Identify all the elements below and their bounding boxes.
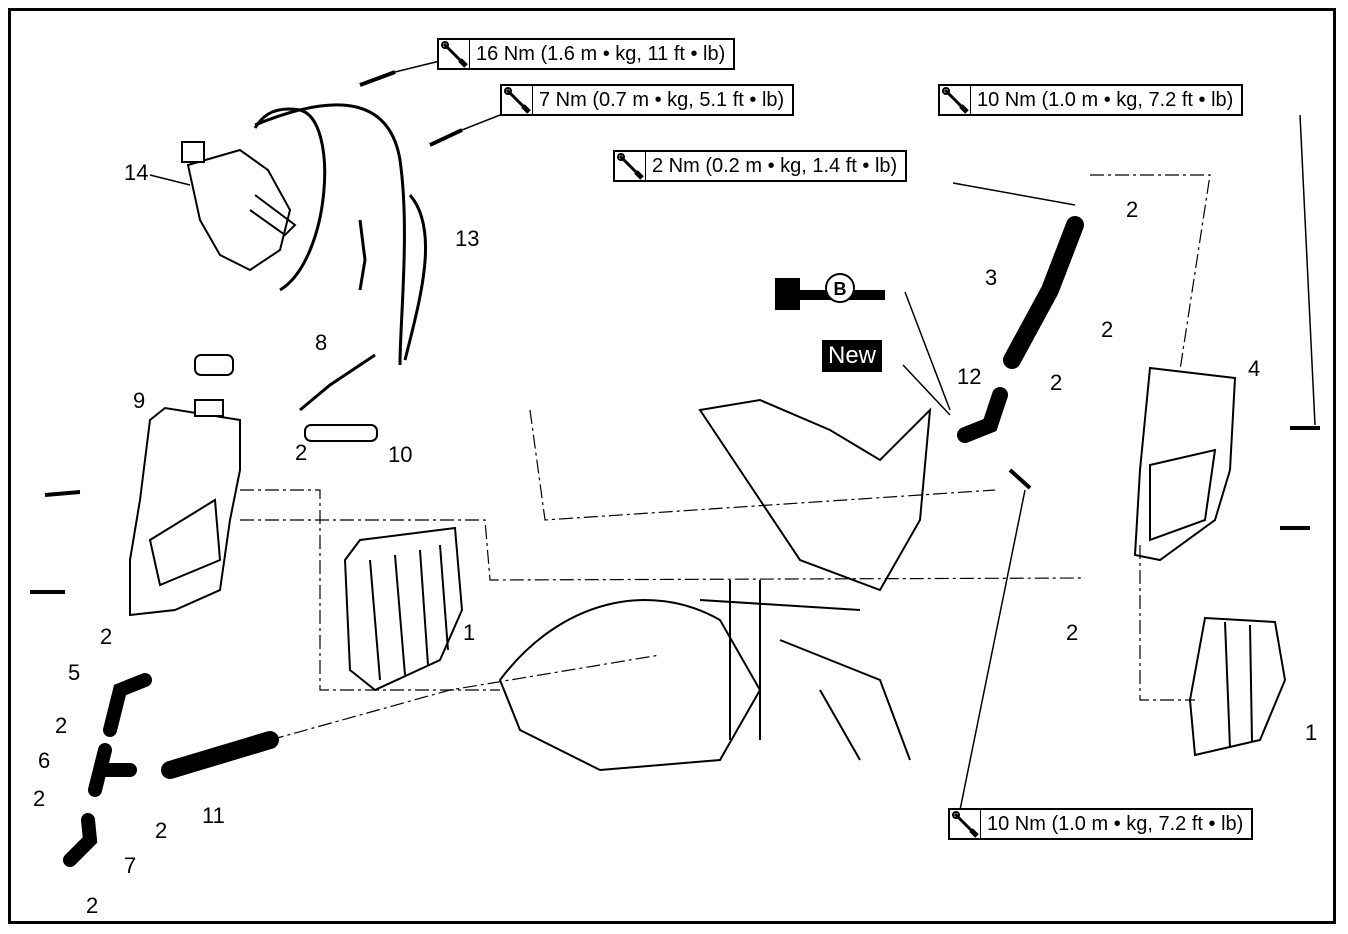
torque-wrench-icon [950,810,981,838]
callout-2: 2 [33,786,46,811]
callout-2: 2 [1066,620,1079,645]
torque-spec-text: 2 Nm (0.2 m • kg, 1.4 ft • lb) [652,154,898,177]
reservoir-cap [181,141,205,163]
callout-6: 6 [38,748,51,773]
hose-7 [63,813,98,867]
frame-outline [698,398,932,592]
hose-11 [161,731,279,779]
callout-2: 2 [100,624,113,649]
callout-9: 9 [133,388,146,413]
torque-spec-16nm: 16 Nm (1.6 m • kg, 11 ft • lb) [437,38,736,70]
joint-6 [88,743,137,797]
lube-symbol-letter: B [834,279,847,299]
callout-4: 4 [1248,356,1261,381]
new-part-badge: New [822,340,883,372]
torque-wrench-icon [615,152,646,180]
torque-spec-text: 10 Nm (1.0 m • kg, 7.2 ft • lb) [977,88,1234,111]
callout-1: 1 [1305,720,1318,745]
torque-spec-10nm-bottom: 10 Nm (1.0 m • kg, 7.2 ft • lb) [948,808,1254,840]
reservoir-tank [186,148,292,272]
torque-wrench-icon [940,86,971,114]
callout-3: 3 [985,265,998,290]
callout-8: 8 [315,330,328,355]
callout-7: 7 [124,853,137,878]
hose-3 [1003,216,1084,369]
callout-2: 2 [1101,317,1114,342]
callout-13: 13 [455,226,480,251]
torque-wrench-icon [502,86,533,114]
overflow-hose-8 [299,353,376,412]
torque-spec-text: 7 Nm (0.7 m • kg, 5.1 ft • lb) [539,88,785,111]
callout-1: 1 [463,620,476,645]
torque-spec-text: 10 Nm (1.0 m • kg, 7.2 ft • lb) [987,812,1244,835]
radiator-cap [194,354,234,376]
callout-2: 2 [155,818,168,843]
diagram-frame [8,8,1336,924]
hose-5 [103,673,152,737]
pipe-10 [304,424,378,442]
callout-10: 10 [388,442,413,467]
right-radiator [1133,366,1237,562]
callout-2: 2 [1050,370,1063,395]
radiator-guard-left [343,526,464,692]
breather-hose [254,103,406,366]
callout-11: 11 [202,803,225,828]
callout-12: 12 [957,364,982,389]
radiator-guard-right [1188,616,1287,757]
callout-2: 2 [86,893,99,918]
callout-14: 14 [124,160,149,185]
callout-2: 2 [55,713,68,738]
torque-spec-2nm: 2 Nm (0.2 m • kg, 1.4 ft • lb) [613,150,908,182]
torque-wrench-icon [439,40,470,68]
lube-symbol: B [775,273,885,310]
callout-2: 2 [1126,197,1139,222]
torque-spec-10nm-top: 10 Nm (1.0 m • kg, 7.2 ft • lb) [938,84,1244,116]
elbow-12 [957,387,1008,443]
torque-spec-7nm: 7 Nm (0.7 m • kg, 5.1 ft • lb) [500,84,795,116]
left-radiator [129,406,241,617]
callout-2: 2 [295,440,308,465]
torque-spec-text: 16 Nm (1.6 m • kg, 11 ft • lb) [476,42,726,65]
callout-5: 5 [68,660,81,685]
